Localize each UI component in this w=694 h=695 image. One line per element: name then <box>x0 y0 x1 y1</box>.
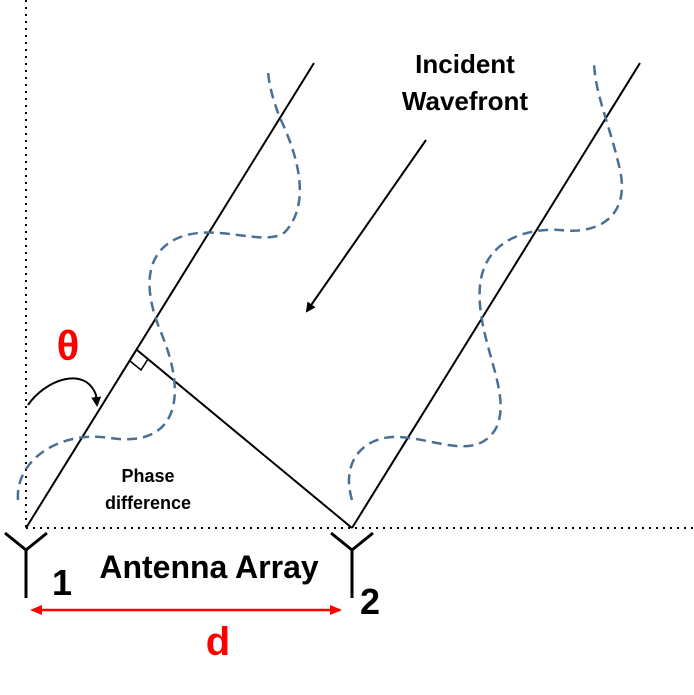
antenna-array-label: Antenna Array <box>99 549 319 585</box>
dashed-wave-1 <box>16 67 302 501</box>
distance-label: d <box>206 620 230 664</box>
incident-label-line2: Wavefront <box>402 86 528 116</box>
incident-ray-2 <box>351 62 641 529</box>
incident-ray-1 <box>25 62 315 529</box>
incident-direction-arrow <box>305 139 427 313</box>
theta-arc-arrow <box>27 377 102 407</box>
theta-label: θ <box>57 322 80 369</box>
dashed-wave-2 <box>347 61 624 501</box>
antenna-2-icon <box>330 531 374 598</box>
wavefront-perpendicular <box>136 349 353 529</box>
incident-label-line1: Incident <box>415 49 515 79</box>
antenna-1-icon <box>4 531 48 598</box>
phase-label-line2: difference <box>105 493 191 513</box>
right-angle-marker <box>129 358 149 372</box>
antenna-2-number: 2 <box>360 581 380 622</box>
phase-label-line1: Phase <box>121 466 174 486</box>
antenna-1-number: 1 <box>52 562 72 603</box>
